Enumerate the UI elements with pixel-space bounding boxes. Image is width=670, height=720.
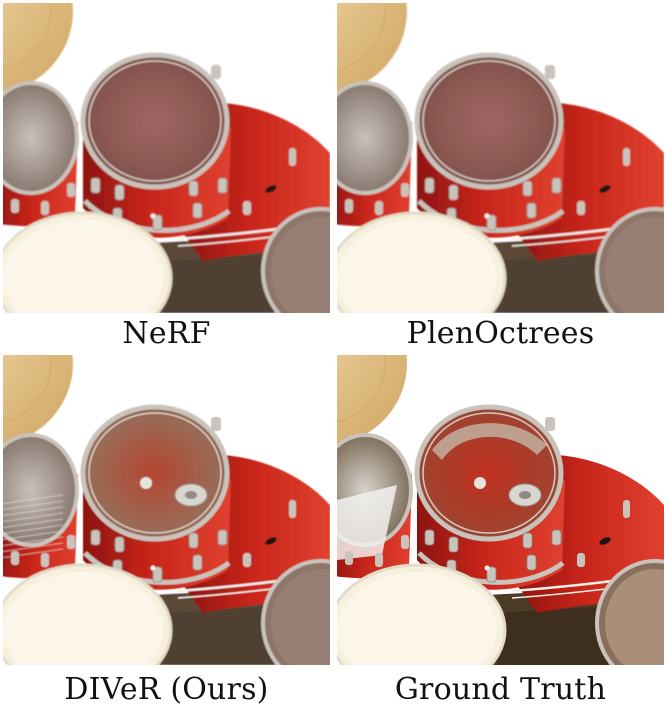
caption-plenoctrees: PlenOctrees (406, 316, 595, 351)
drum-render (337, 355, 664, 665)
caption-ground-truth: Ground Truth (394, 672, 607, 707)
panel-nerf (3, 3, 330, 313)
caption-diver: DIVeR (Ours) (64, 672, 269, 707)
panel-ground-truth (337, 355, 664, 665)
panel-plenoctrees (337, 3, 664, 313)
caption-nerf: NeRF (122, 316, 211, 351)
drum-render (337, 3, 664, 313)
drum-render (3, 355, 330, 665)
panel-diver (3, 355, 330, 665)
drum-render (3, 3, 330, 313)
